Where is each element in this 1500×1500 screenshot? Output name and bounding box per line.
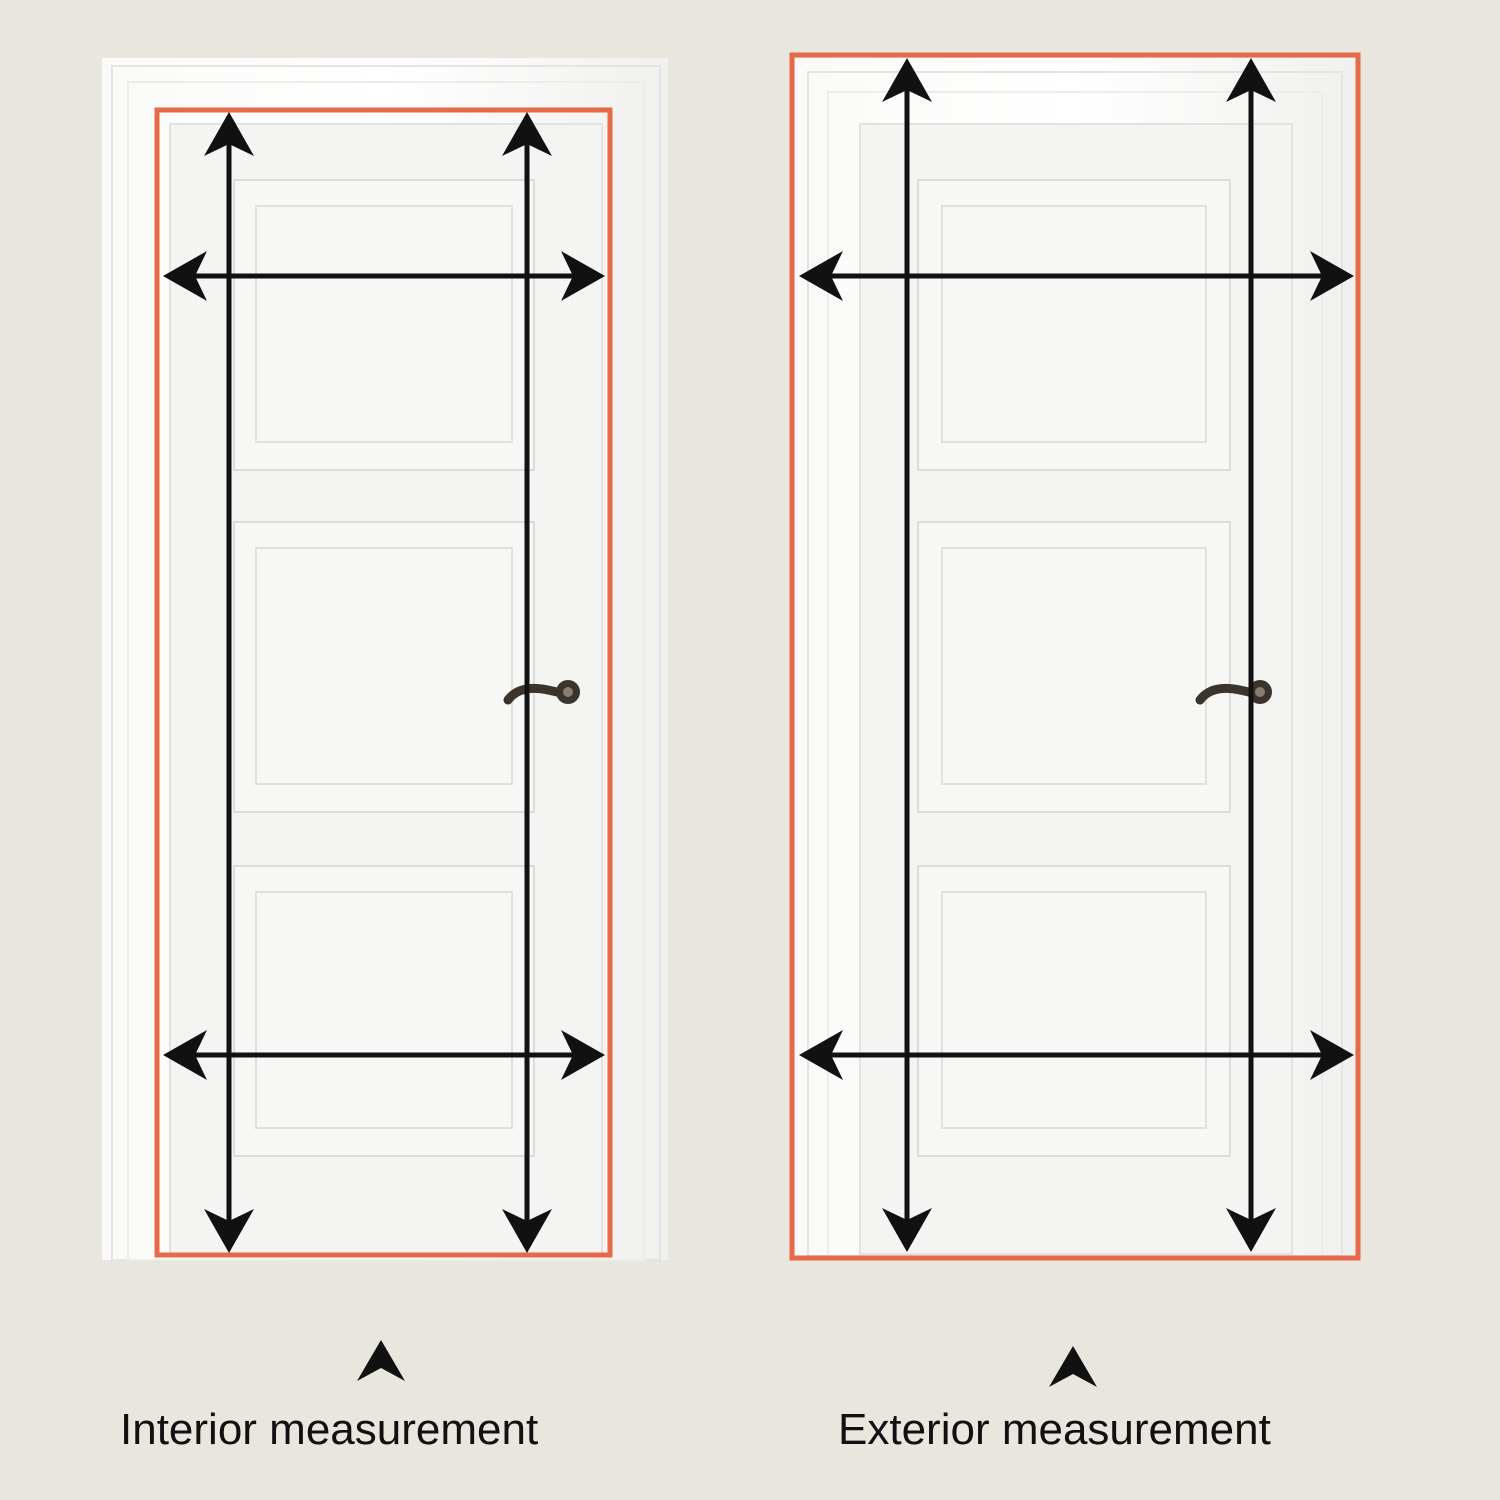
panel-top — [233, 179, 535, 471]
panel-top-inner — [255, 205, 513, 443]
arrowhead-right — [1310, 1030, 1354, 1080]
panel-middle-inner — [941, 547, 1207, 785]
arrowhead-left — [799, 1030, 843, 1080]
arrowhead-down — [204, 1209, 254, 1253]
arrowhead-left — [163, 1030, 207, 1080]
interior-measure-outline — [154, 107, 613, 1258]
interior-arrows — [163, 112, 605, 1253]
arrowhead-down — [502, 1209, 552, 1253]
arrowhead-left — [163, 251, 207, 301]
interior-door — [102, 58, 668, 1261]
door-handle-icon — [1195, 680, 1272, 705]
up-arrow-icon — [357, 1340, 405, 1381]
exterior-door — [789, 52, 1361, 1261]
exterior-measure-outline — [789, 52, 1361, 1261]
casing-inner-molding — [127, 81, 645, 1261]
arrowhead-up — [1226, 58, 1276, 102]
door-panels — [917, 179, 1231, 1157]
panel-middle — [917, 521, 1231, 813]
arrowhead-up — [882, 58, 932, 102]
panel-bottom — [917, 865, 1231, 1157]
panel-top — [917, 179, 1231, 471]
arrowhead-up — [502, 112, 552, 156]
arrowhead-down — [882, 1208, 932, 1252]
arrowhead-right — [561, 1030, 605, 1080]
door-panels — [233, 179, 535, 1157]
panel-bottom — [233, 865, 535, 1157]
up-arrow-icon — [1049, 1346, 1097, 1387]
exterior-arrows — [799, 58, 1354, 1252]
panel-bottom-inner — [941, 891, 1207, 1129]
interior-caption: Interior measurement — [120, 1405, 539, 1454]
exterior-caption: Exterior measurement — [838, 1405, 1271, 1454]
arrowhead-down — [1226, 1208, 1276, 1252]
arrowhead-left — [799, 251, 843, 301]
arrowhead-up — [204, 112, 254, 156]
panel-bottom-inner — [255, 891, 513, 1129]
arrowhead-right — [1310, 251, 1354, 301]
panel-middle — [233, 521, 535, 813]
panel-top-inner — [941, 205, 1207, 443]
arrowhead-right — [561, 251, 605, 301]
panel-middle-inner — [255, 547, 513, 785]
